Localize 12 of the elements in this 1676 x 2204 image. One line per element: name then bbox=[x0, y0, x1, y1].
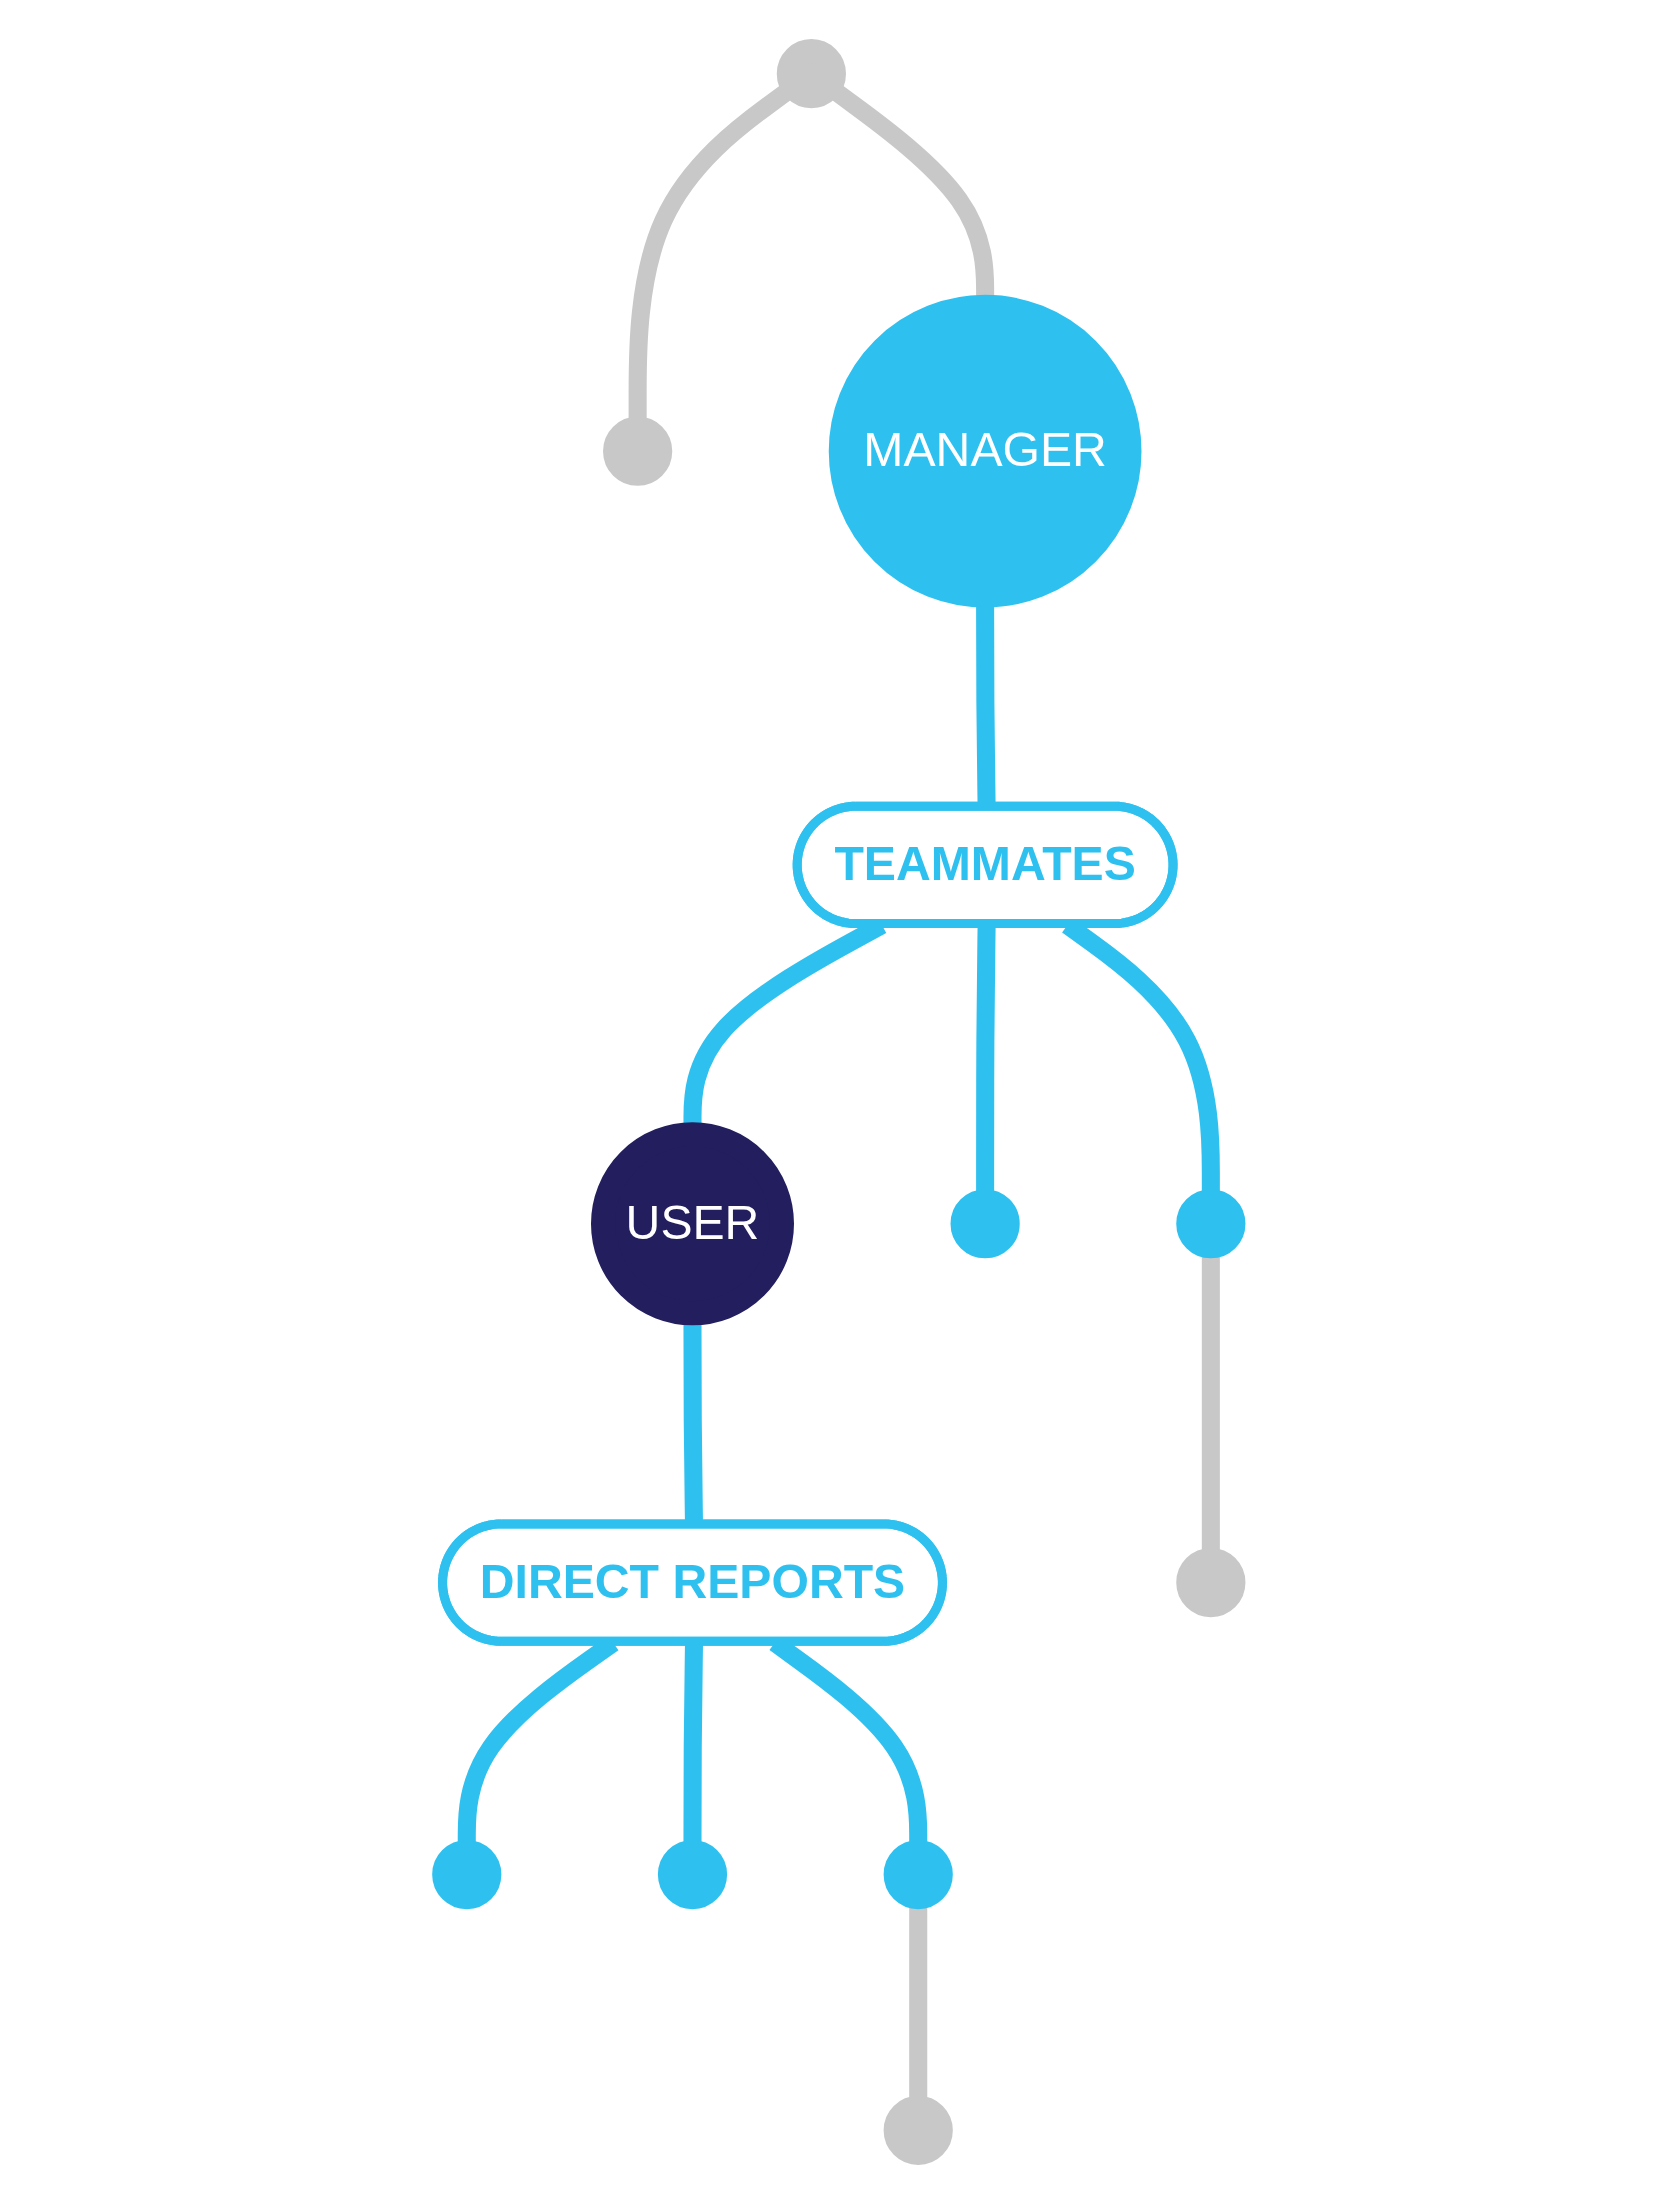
node-person bbox=[603, 416, 673, 486]
node-person bbox=[776, 39, 846, 109]
node-person bbox=[883, 2095, 953, 2165]
node-person bbox=[1176, 1189, 1246, 1259]
node-circle bbox=[591, 1122, 794, 1326]
org-chart: MANAGER TEAMMATES USER DIRECT REPORTS bbox=[38, 27, 1638, 2177]
node-circle bbox=[828, 294, 1142, 608]
node-person bbox=[432, 1839, 502, 1910]
node-person bbox=[1176, 1547, 1246, 1618]
node-person bbox=[950, 1189, 1020, 1259]
node-person bbox=[657, 1839, 728, 1910]
node-person bbox=[883, 1839, 953, 1910]
